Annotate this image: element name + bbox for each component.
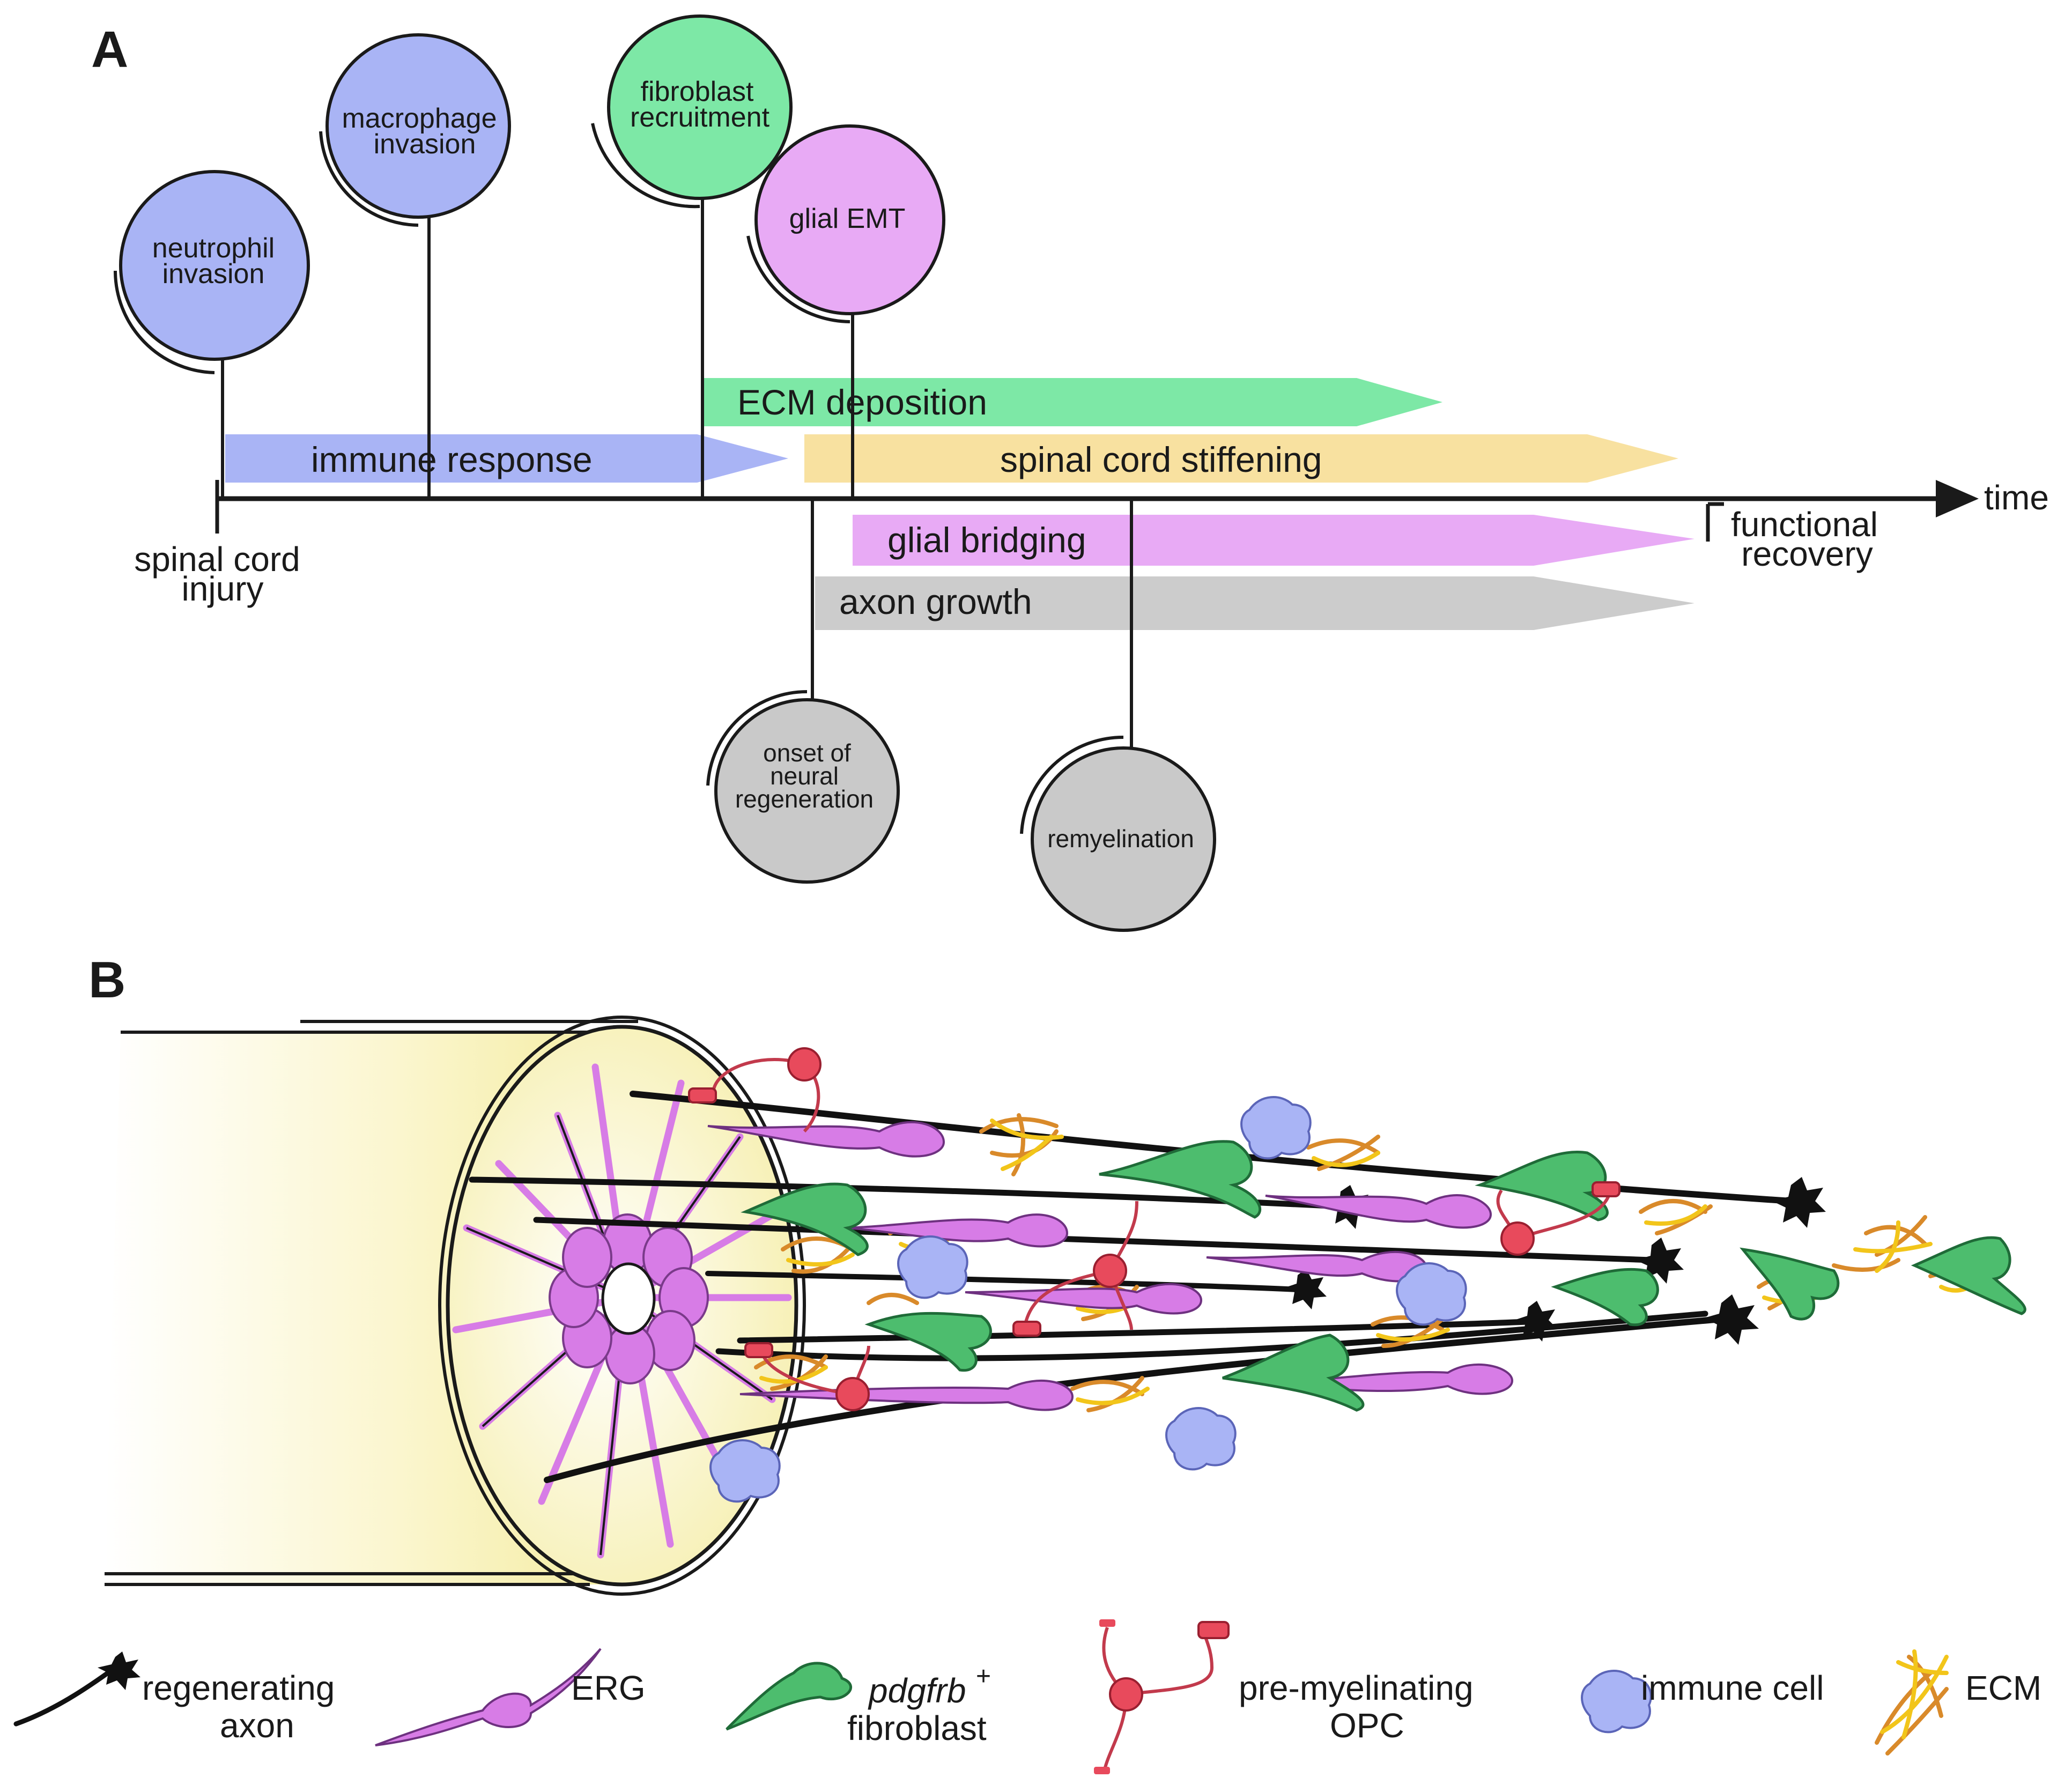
legend-fibroblast-line2: fibroblast [847, 1709, 987, 1747]
erg-icon [375, 1648, 602, 1746]
legend-immune-cell: immune cell [1641, 1669, 1824, 1707]
event-neutrophil-invasion: neutrophil invasion [114, 170, 310, 499]
event-remyelination: remyelination [1020, 499, 1216, 932]
end-label-line2: recovery [1741, 535, 1873, 573]
fibroblasts [741, 1140, 2026, 1412]
axis-label-time: time [1984, 478, 2049, 517]
phase-immune-response: immune response [225, 434, 788, 483]
svg-text:spinal cord stiffening: spinal cord stiffening [1000, 440, 1322, 479]
svg-text:immune response: immune response [311, 440, 593, 479]
ecm-icon [1875, 1649, 1949, 1756]
event-onset-of-neural-regeneration: onset of neural regeneration [706, 499, 900, 884]
event-fibroblast-recruitment: fibroblast recruitment [591, 14, 793, 499]
legend-ecm: ECM [1965, 1669, 2041, 1707]
event-glial-emt: glial EMT [746, 124, 945, 499]
svg-text:axon growth: axon growth [839, 582, 1032, 621]
timeline-axis [215, 480, 1979, 542]
immune-cells [709, 1096, 1467, 1503]
svg-text:invasion: invasion [374, 129, 476, 160]
svg-text:glial EMT: glial EMT [789, 203, 906, 234]
legend-fibroblast-line1: pdgfrb [868, 1671, 966, 1710]
panel-a-label: A [91, 21, 128, 78]
start-label-line2: injury [182, 569, 264, 608]
svg-text:neural: neural [770, 762, 839, 790]
regenerating-axon-icon [13, 1651, 140, 1727]
svg-text:glial bridging: glial bridging [887, 520, 1086, 560]
phase-ecm-deposition: ECM deposition [702, 378, 1442, 426]
opc-icon [1094, 1619, 1230, 1774]
phase-glial-bridging: glial bridging [853, 515, 1694, 566]
phase-axon-growth: axon growth [815, 576, 1694, 630]
svg-text:neutrophil: neutrophil [152, 233, 275, 264]
start-label-line1: spinal cord [134, 540, 300, 579]
legend-opc-line2: OPC [1330, 1706, 1404, 1745]
erg-bridging-cells [707, 1121, 1514, 1411]
immune-cell-icon [1581, 1670, 1652, 1734]
legend-fibroblast-superscript: + [976, 1662, 991, 1691]
svg-text:ECM deposition: ECM deposition [737, 382, 987, 422]
event-macrophage-invasion: macrophage invasion [319, 33, 511, 499]
panel-b-label: B [88, 951, 125, 1009]
svg-text:recruitment: recruitment [630, 102, 770, 133]
legend-regenerating-axon-line2: axon [220, 1706, 294, 1745]
svg-text:remyelination: remyelination [1047, 825, 1194, 853]
end-label-line1: functional [1731, 505, 1878, 544]
svg-text:macrophage: macrophage [342, 103, 497, 134]
phase-spinal-cord-stiffening: spinal cord stiffening [804, 434, 1678, 483]
legend: regenerating axon ERG pdgfrb + fibroblas… [13, 1619, 2041, 1774]
svg-text:invasion: invasion [162, 258, 265, 290]
legend-regenerating-axon-line1: regenerating [142, 1669, 335, 1707]
svg-text:onset of: onset of [763, 739, 851, 767]
opc-cell-bodies [688, 1047, 1620, 1411]
fibroblast-icon [726, 1662, 852, 1731]
svg-text:regeneration: regeneration [735, 785, 874, 813]
legend-erg: ERG [571, 1669, 646, 1707]
svg-text:fibroblast: fibroblast [641, 76, 754, 107]
legend-opc-line1: pre-myelinating [1239, 1669, 1474, 1707]
